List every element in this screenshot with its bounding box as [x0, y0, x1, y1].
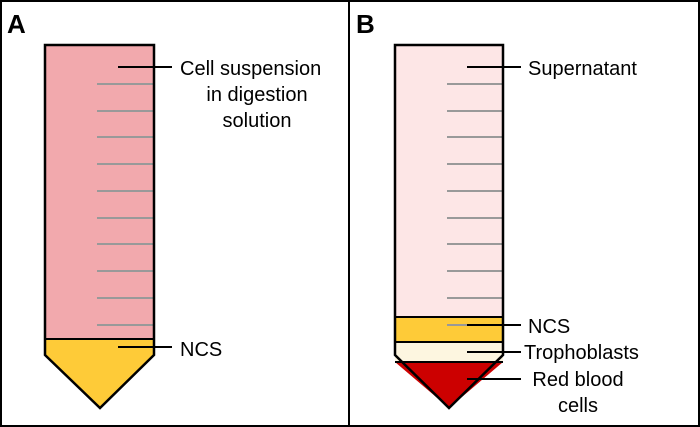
graduation-marks-b	[447, 83, 503, 326]
red-blood-cells-layer	[395, 362, 503, 408]
tube-b	[393, 43, 521, 410]
tube-outline-b	[393, 43, 505, 410]
label-cell-suspension-3: solution	[223, 110, 292, 132]
label-cell-suspension-2: in digestion	[206, 84, 307, 106]
label-cell-suspension-1: Cell suspension	[180, 58, 321, 80]
tube-a	[43, 43, 172, 410]
label-ncs-b: NCS	[528, 316, 570, 338]
label-supernatant: Supernatant	[528, 58, 637, 80]
label-red-blood-cells-2: cells	[558, 395, 598, 417]
panel-a-letter: A	[7, 9, 26, 39]
tube-outline-a	[43, 43, 156, 410]
graduation-marks-a	[97, 83, 154, 326]
ncs-layer-b	[395, 317, 503, 342]
ncs-layer-a	[45, 340, 154, 408]
supernatant-layer	[395, 45, 503, 317]
label-trophoblasts: Trophoblasts	[524, 342, 639, 364]
panel-b-letter: B	[356, 9, 375, 39]
label-red-blood-cells-1: Red blood	[532, 369, 623, 391]
trophoblasts-layer	[395, 342, 503, 362]
cell-suspension-layer	[45, 45, 154, 340]
label-ncs-a: NCS	[180, 339, 222, 361]
layer-boundaries-b	[395, 316, 503, 363]
